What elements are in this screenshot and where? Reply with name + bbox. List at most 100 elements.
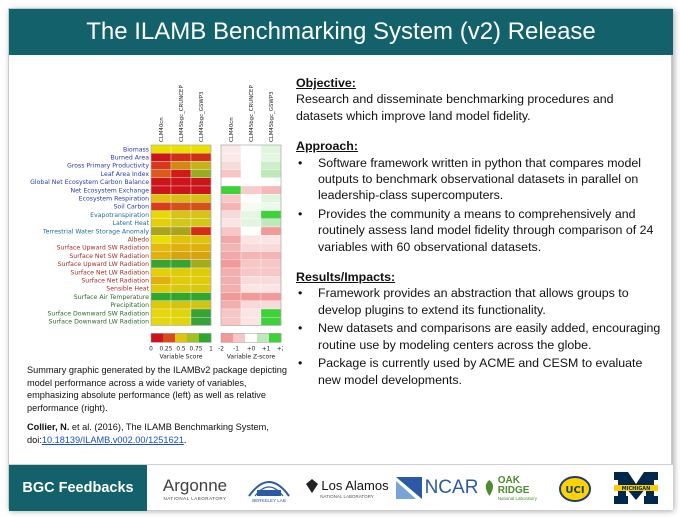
uci-logo: UCI: [555, 469, 595, 507]
zscore-cell: [260, 317, 282, 326]
zscore-cell: [220, 194, 242, 203]
zscore-cell: [240, 218, 262, 228]
score-cell: [150, 161, 172, 170]
score-cell: [190, 169, 212, 178]
zscore-cell: [220, 267, 242, 277]
berkeley-lab-logo: BERKELEY LAB: [243, 469, 295, 507]
score-cell: [150, 284, 172, 293]
model-label: CLM40cn: [229, 117, 235, 142]
zscore-cell: [240, 226, 262, 236]
anteater-icon: UCI: [559, 476, 591, 502]
zscore-cell: [260, 300, 282, 310]
score-cell: [170, 210, 192, 219]
variable-label: Leaf Area Index: [101, 171, 150, 178]
score-cell: [170, 226, 192, 236]
score-colorbar-label: Variable Score: [159, 353, 202, 360]
score-colorbar-swatch: [163, 333, 176, 343]
uci-text: UCI: [565, 485, 584, 496]
zscore-cell: [240, 259, 262, 269]
score-cell: [170, 292, 192, 301]
zscore-cell: [220, 235, 242, 244]
bgc-feedbacks-label: BGC Feedbacks: [9, 465, 147, 511]
score-cell: [190, 235, 212, 244]
zscore-colorbar-swatch: [269, 333, 282, 343]
model-label: CLM45bgc_CRUNCEP: [249, 85, 255, 142]
score-cell: [150, 185, 172, 195]
score-cell: [190, 284, 212, 293]
score-colorbar-swatch: [187, 333, 200, 343]
zscore-cell: [220, 292, 242, 301]
score-cell: [170, 308, 192, 318]
zscore-cell: [240, 276, 262, 285]
variable-label: Gross Primary Productivity: [67, 163, 149, 170]
zscore-cell: [220, 300, 242, 310]
score-colorbar-tick: 0.5: [176, 346, 186, 352]
variable-label: Evapotranspiration: [90, 212, 149, 219]
zscore-cell-border: [220, 144, 282, 326]
variable-label: Surface Upward SW Radiation: [57, 245, 150, 252]
score-cell: [190, 300, 212, 310]
zscore-colorbar-tick: -2: [218, 346, 224, 352]
citation-author: Collier, N.: [27, 422, 70, 432]
score-cell: [150, 292, 172, 301]
argonne-logo-sub: NATIONAL LABORATORY: [163, 495, 227, 501]
argonne-logo-text: Argonne: [162, 475, 228, 495]
figure-caption: Summary graphic generated by the ILAMBv2…: [27, 365, 287, 413]
argonne-logo: Argonne NATIONAL LABORATORY: [155, 469, 235, 507]
text-column: Objective: Research and disseminate benc…: [296, 75, 661, 402]
zscore-cell: [220, 185, 242, 195]
variable-label: Albedo: [128, 237, 150, 244]
score-cell: [170, 218, 192, 228]
score-cell: [190, 194, 212, 203]
ncar-text: NCAR: [424, 477, 479, 498]
slide: The ILAMB Benchmarking System (v2) Relea…: [8, 8, 673, 511]
score-cell: [190, 210, 212, 219]
score-cell: [170, 259, 192, 269]
score-cell: [190, 226, 212, 236]
michigan-logo: MICHIGAN: [609, 469, 663, 507]
variable-label: Surface Net SW Radiation: [69, 253, 149, 260]
score-colorbar-tick: 0.75: [190, 346, 203, 352]
oak-ridge-logo: OAK RIDGE National Laboratory: [483, 469, 543, 507]
doi-link[interactable]: 10.18139/ILAMB.v002.00/1251621: [41, 434, 184, 445]
zscore-colorbar-swatch: [221, 333, 234, 343]
zscore-cell: [220, 276, 242, 285]
oak-ridge-sub: National Laboratory: [497, 495, 538, 501]
score-cell: [150, 218, 172, 228]
score-heatmap: [150, 144, 212, 326]
zscore-cell: [220, 169, 242, 178]
variable-label: Surface Net Radiation: [81, 278, 149, 285]
score-cell: [150, 235, 172, 244]
variable-label: Net Ecosystem Exchange: [71, 187, 150, 194]
score-colorbar-swatch: [151, 333, 164, 343]
zscore-cell: [240, 235, 262, 244]
slide-title: The ILAMB Benchmarking System (v2) Relea…: [9, 9, 673, 55]
zscore-cell: [260, 185, 282, 195]
score-cell: [170, 267, 192, 277]
zscore-cell: [240, 308, 262, 318]
zscore-cell: [260, 177, 282, 187]
score-cell: [170, 194, 192, 203]
footer: BGC Feedbacks Argonne NATIONAL LABORATOR…: [9, 464, 673, 511]
variable-label: Surface Downward SW Radiation: [47, 310, 149, 317]
zscore-cell: [260, 210, 282, 219]
results-list: Framework provides an abstraction that a…: [296, 285, 661, 387]
zscore-cell: [240, 194, 262, 203]
score-cell: [170, 185, 192, 195]
zscore-cell: [260, 144, 282, 154]
zscore-cell: [240, 153, 262, 162]
variable-label: Surface Net LW Radiation: [70, 269, 149, 276]
score-cell: [190, 317, 212, 326]
results-bullet: Package is currently used by ACME and CE…: [296, 355, 661, 388]
ncar-icon: [395, 477, 422, 499]
score-cell: [150, 169, 172, 178]
berkeley-lab-icon: [248, 480, 290, 497]
citation-text: et al. (2016), The ILAMB Benchmarking Sy…: [27, 422, 269, 445]
zscore-cell: [240, 292, 262, 301]
oak-leaf-icon: [485, 480, 493, 496]
score-cell: [190, 144, 212, 154]
zscore-colorbar-tick: +2: [277, 346, 283, 352]
results-heading: Results/Impacts:: [296, 270, 396, 285]
